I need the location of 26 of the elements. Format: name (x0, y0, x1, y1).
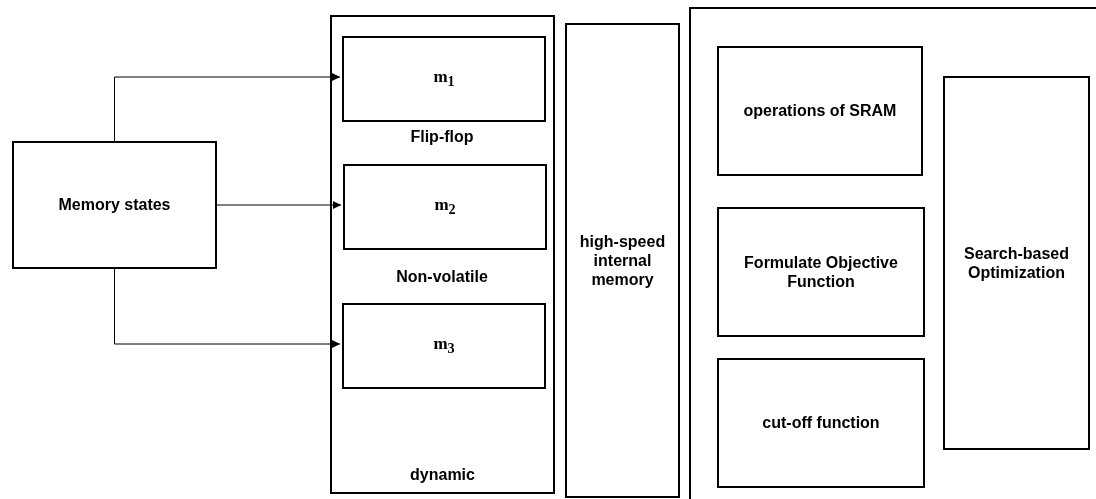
process-box (342, 303, 546, 389)
box-label: cut-off function (762, 413, 880, 433)
variable-label: m$_{1}$ (433, 67, 455, 91)
variable-label: m$_{2}$ (434, 195, 456, 219)
box-label: Search-based Optimization (963, 243, 1070, 283)
process-box (330, 15, 555, 494)
process-box (717, 207, 925, 337)
process-box (342, 36, 546, 122)
box-label: dynamic (410, 464, 475, 484)
arrow (114, 73, 341, 142)
process-box (943, 76, 1090, 450)
variable-label: m$_{3}$ (433, 334, 455, 358)
box-label: Formulate Objective Function (743, 252, 899, 292)
process-box (343, 164, 547, 250)
section-label: Flip-flop (410, 128, 474, 146)
process-box (565, 23, 680, 498)
container-box (689, 7, 1096, 499)
box-label: high-speed internal memory (578, 231, 667, 290)
arrow (216, 201, 342, 209)
section-label: Non-volatile (396, 268, 488, 286)
box-label: Memory states (58, 195, 171, 215)
arrow (114, 268, 341, 348)
process-box (717, 46, 923, 176)
process-box (12, 141, 217, 269)
box-label: operations of SRAM (743, 101, 897, 121)
process-box (717, 358, 925, 488)
